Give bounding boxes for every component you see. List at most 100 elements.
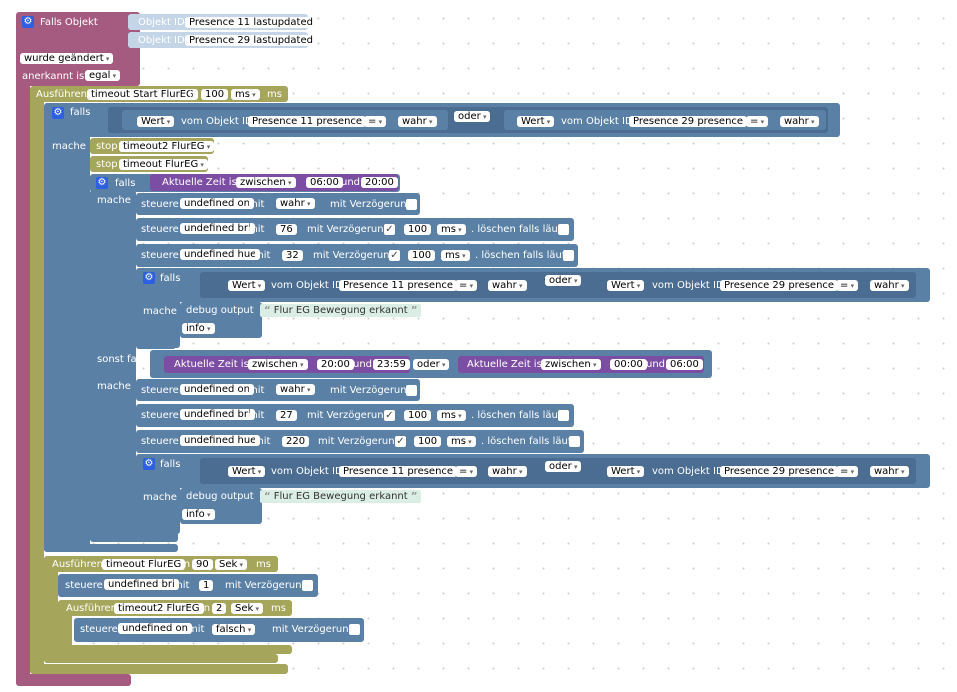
stop-timeout-1[interactable]: timeout2 FlurEG xyxy=(119,141,215,152)
gear-icon[interactable]: ⚙ xyxy=(52,107,64,119)
timeout-start-value[interactable]: 100 xyxy=(201,89,229,100)
timeout2-value[interactable]: 2 xyxy=(212,603,227,614)
timeout-flureg-name[interactable]: timeout FlurEG xyxy=(102,559,186,570)
obj-on-3[interactable]: undefined on xyxy=(118,623,192,634)
obj-bri-1[interactable]: undefined bri xyxy=(180,223,255,234)
falsch-dropdown[interactable]: falsch xyxy=(212,624,256,635)
timeout-start-name[interactable]: timeout Start FlurEG xyxy=(87,89,198,100)
gear-icon[interactable]: ⚙ xyxy=(96,177,108,189)
wahr-dropdown-on-2[interactable]: wahr xyxy=(276,384,315,395)
obj-hue-1[interactable]: undefined hue xyxy=(180,249,261,260)
ms-dropdown[interactable]: ms xyxy=(437,410,466,421)
objekt-id-value-1[interactable]: Presence 11 lastupdated xyxy=(185,17,317,28)
timeout-flureg-value[interactable]: 90 xyxy=(192,559,213,570)
timeout-flureg-unit[interactable]: Sek xyxy=(215,559,248,570)
delay-value[interactable]: 100 xyxy=(408,250,436,261)
wahr-dropdown-6[interactable]: wahr xyxy=(870,466,909,477)
oder-dropdown-4[interactable]: oder xyxy=(545,461,582,472)
wert-dropdown-2[interactable]: Wert xyxy=(517,116,555,127)
timeout2-unit[interactable]: Sek xyxy=(231,603,264,614)
delay-value[interactable]: 100 xyxy=(414,436,442,447)
info-dropdown[interactable]: info xyxy=(182,323,215,334)
time-b-from[interactable]: 20:00 xyxy=(317,359,354,370)
object-p29-1[interactable]: Presence 29 presence xyxy=(629,116,748,127)
bri-value-2[interactable]: 27 xyxy=(276,410,297,421)
wurde-geaendert-dropdown[interactable]: wurde geändert xyxy=(20,53,114,64)
obj-on-1[interactable]: undefined on xyxy=(180,198,254,209)
object-p11-3[interactable]: Presence 11 presence xyxy=(339,466,458,477)
wert-dropdown-4[interactable]: Wert xyxy=(607,280,645,291)
wert-dropdown-5[interactable]: Wert xyxy=(228,466,266,477)
wahr-dropdown-1[interactable]: wahr xyxy=(398,116,437,127)
time-c-from[interactable]: 00:00 xyxy=(610,359,647,370)
delay-value[interactable]: 100 xyxy=(404,224,432,235)
gear-icon[interactable]: ⚙ xyxy=(143,272,155,284)
object-p11-2[interactable]: Presence 11 presence xyxy=(339,280,458,291)
loeschen-label: . löschen falls läuft xyxy=(475,250,570,261)
object-p29-3[interactable]: Presence 29 presence xyxy=(720,466,839,477)
zwischen-dropdown-c[interactable]: zwischen xyxy=(541,359,601,370)
wahr-dropdown-on-1[interactable]: wahr xyxy=(276,198,315,209)
hue-value-1[interactable]: 32 xyxy=(282,250,303,261)
delay-checkbox[interactable] xyxy=(302,580,313,591)
wahr-dropdown-2[interactable]: wahr xyxy=(780,116,819,127)
obj-on-2[interactable]: undefined on xyxy=(180,384,254,395)
delay-checkbox[interactable] xyxy=(349,624,360,635)
anerkannt-dropdown[interactable]: egal xyxy=(85,70,121,81)
clear-checkbox[interactable] xyxy=(558,410,569,421)
oder-dropdown-3[interactable]: oder xyxy=(413,359,450,370)
stop-timeout-2[interactable]: timeout FlurEG xyxy=(119,159,208,170)
clear-checkbox[interactable] xyxy=(563,250,574,261)
wert-dropdown-6[interactable]: Wert xyxy=(607,466,645,477)
time-b-to[interactable]: 23:59 xyxy=(373,359,410,370)
mit-label: mit xyxy=(248,410,265,421)
clear-checkbox[interactable] xyxy=(558,224,569,235)
obj-hue-2[interactable]: undefined hue xyxy=(180,435,261,446)
gear-icon[interactable]: ⚙ xyxy=(22,16,34,28)
delay-checkbox[interactable]: ✓ xyxy=(384,410,395,421)
ms-dropdown[interactable]: ms xyxy=(441,250,470,261)
eq-dropdown-3[interactable]: = xyxy=(455,280,478,291)
timeout-start-unit[interactable]: ms xyxy=(231,89,260,100)
ms-dropdown[interactable]: ms xyxy=(437,224,466,235)
clear-checkbox[interactable] xyxy=(569,436,580,447)
info-dropdown[interactable]: info xyxy=(182,509,215,520)
time-c-to[interactable]: 06:00 xyxy=(666,359,703,370)
eq-dropdown-5[interactable]: = xyxy=(455,466,478,477)
bri-value-1[interactable]: 76 xyxy=(276,224,297,235)
zwischen-dropdown-b[interactable]: zwischen xyxy=(248,359,308,370)
mit-verzoegerung-label: mit Verzögerung xyxy=(307,224,390,235)
oder-dropdown-2[interactable]: oder xyxy=(545,275,582,286)
eq-dropdown-1[interactable]: = xyxy=(364,116,387,127)
wahr-dropdown-3[interactable]: wahr xyxy=(488,280,527,291)
object-p11-1[interactable]: Presence 11 presence xyxy=(248,116,367,127)
wert-dropdown-1[interactable]: Wert xyxy=(137,116,175,127)
debug-text-1[interactable]: “ Flur EG Bewegung erkannt ” xyxy=(260,304,422,317)
objekt-id-value-2[interactable]: Presence 29 lastupdated xyxy=(185,35,317,46)
delay-checkbox[interactable]: ✓ xyxy=(384,224,395,235)
wert-dropdown-3[interactable]: Wert xyxy=(228,280,266,291)
eq-dropdown-2[interactable]: = xyxy=(746,116,769,127)
zwischen-dropdown-a[interactable]: zwischen xyxy=(236,177,296,188)
gear-icon[interactable]: ⚙ xyxy=(143,458,155,470)
delay-checkbox[interactable] xyxy=(406,199,417,210)
object-p29-2[interactable]: Presence 29 presence xyxy=(720,280,839,291)
obj-bri-3[interactable]: undefined bri xyxy=(104,579,179,590)
delay-checkbox[interactable]: ✓ xyxy=(395,436,406,447)
eq-dropdown-4[interactable]: = xyxy=(836,280,859,291)
debug-text-2[interactable]: “ Flur EG Bewegung erkannt ” xyxy=(260,490,422,503)
oder-dropdown-1[interactable]: oder xyxy=(454,111,491,122)
timeout2-name[interactable]: timeout2 FlurEG xyxy=(114,603,204,614)
ms-dropdown[interactable]: ms xyxy=(447,436,476,447)
wahr-dropdown-4[interactable]: wahr xyxy=(870,280,909,291)
delay-value[interactable]: 100 xyxy=(404,410,432,421)
hue-value-2[interactable]: 220 xyxy=(282,436,310,447)
eq-dropdown-6[interactable]: = xyxy=(836,466,859,477)
obj-bri-2[interactable]: undefined bri xyxy=(180,409,255,420)
time-a-from[interactable]: 06:00 xyxy=(306,177,343,188)
wahr-dropdown-5[interactable]: wahr xyxy=(488,466,527,477)
bri-value-3[interactable]: 1 xyxy=(199,580,214,591)
delay-checkbox[interactable]: ✓ xyxy=(389,250,400,261)
time-a-to[interactable]: 20:00 xyxy=(361,177,398,188)
delay-checkbox[interactable] xyxy=(406,385,417,396)
